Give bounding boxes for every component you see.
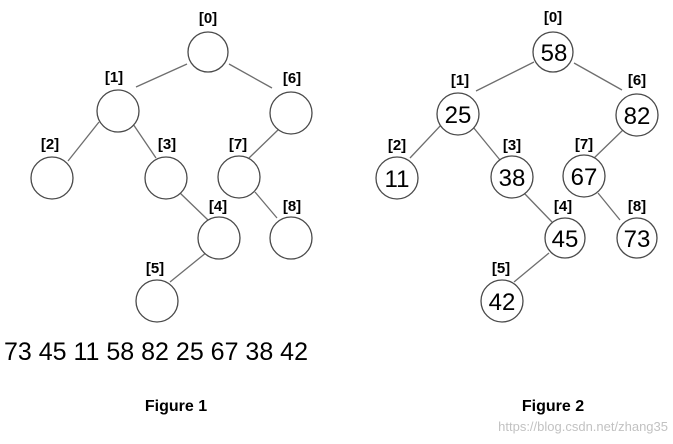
figure1-node-8 <box>269 216 313 260</box>
figure1-index-label: [3] <box>158 136 176 153</box>
figure1-index-labels: [0] [1] [2] [3] [4] [5] [6] [7] [8] <box>41 10 301 277</box>
figure1-index-label: [0] <box>199 10 217 27</box>
edge-4-5 <box>169 251 208 283</box>
figure2-node-value: 38 <box>499 165 526 192</box>
figure1-nodes <box>30 31 313 323</box>
figure2-node-5 <box>480 279 524 323</box>
figure2-node-value: 45 <box>552 226 579 253</box>
figure1-index-label: [4] <box>209 198 227 215</box>
figure2-index-label: [7] <box>575 136 593 153</box>
figure2-node-4 <box>544 217 586 259</box>
figure2-index-label: [8] <box>628 198 646 215</box>
figure1-sequence: 73 45 11 58 82 25 67 38 42 <box>4 338 308 366</box>
figure2-node-0 <box>532 31 574 73</box>
edge-7-8 <box>597 192 621 221</box>
figure1-index-label: [5] <box>146 260 164 277</box>
figure1-node-1 <box>96 89 140 133</box>
edge-1-2 <box>409 123 443 159</box>
figure2-index-label: [3] <box>503 137 521 154</box>
edge-4-5 <box>513 252 550 283</box>
figure2-node-value: 67 <box>571 164 598 191</box>
figure1-node-5 <box>135 279 179 323</box>
figure1-index-label: [2] <box>41 136 59 153</box>
figure2-index-label: [1] <box>451 72 469 89</box>
edge-0-1 <box>475 61 535 92</box>
figure2-index-label: [5] <box>492 260 510 277</box>
watermark: https://blog.csdn.net/zhang35 <box>498 419 668 434</box>
figure1-node-3 <box>144 156 188 200</box>
figure1-node-2 <box>30 156 74 200</box>
figure2-node-6 <box>615 93 659 137</box>
figure2-index-label: [4] <box>554 198 572 215</box>
figure2-node-8 <box>616 217 658 259</box>
figure2-node-value: 25 <box>445 102 472 129</box>
figure1-node-4 <box>197 216 241 260</box>
edge-6-7 <box>591 128 625 161</box>
figure1-node-7 <box>217 155 261 199</box>
figure1-node-6 <box>269 91 313 135</box>
edge-1-2 <box>67 121 100 162</box>
edge-7-8 <box>254 191 278 219</box>
figure1-node-0 <box>187 31 229 73</box>
figure2-node-value: 58 <box>541 40 568 67</box>
edge-1-3 <box>132 123 157 159</box>
figure2-node-value: 42 <box>489 289 516 316</box>
edge-6-7 <box>248 127 281 159</box>
edge-0-6 <box>228 63 273 89</box>
figure2-node-3 <box>490 155 534 199</box>
edge-1-3 <box>472 126 501 161</box>
figure2-index-label: [0] <box>544 9 562 26</box>
figure2-node-7 <box>562 154 606 198</box>
figure1-index-label: [7] <box>229 136 247 153</box>
figure2-nodes <box>375 31 659 323</box>
figure1-index-label: [6] <box>283 70 301 87</box>
figure1-caption: Figure 1 <box>145 398 207 415</box>
figure2-index-labels: [0] [1] [2] [3] [4] [5] [6] [7] [8] <box>388 9 646 277</box>
figure1-edges <box>67 63 281 283</box>
edge-0-6 <box>573 62 623 91</box>
figure2-node-value: 73 <box>624 226 651 253</box>
figure2-node-value: 82 <box>624 103 651 130</box>
figure1-index-label: [1] <box>105 69 123 86</box>
figure2-node-2 <box>375 156 419 200</box>
figure2-index-label: [2] <box>388 137 406 154</box>
figure2-node-value: 11 <box>385 166 410 193</box>
figure2-caption: Figure 2 <box>522 398 584 415</box>
figure2-values: 58 25 11 38 45 42 82 67 73 <box>385 40 651 316</box>
figure2-node-1 <box>436 92 480 136</box>
figure1-index-label: [8] <box>283 198 301 215</box>
figure2-index-label: [6] <box>628 72 646 89</box>
edge-0-1 <box>135 63 188 88</box>
edge-3-4 <box>179 192 209 221</box>
edge-3-4 <box>523 192 553 223</box>
figure2-edges <box>409 61 625 283</box>
